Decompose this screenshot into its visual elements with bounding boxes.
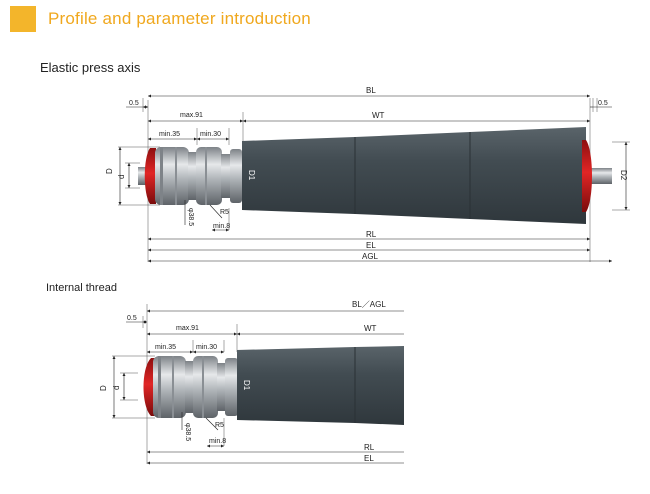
dim-r5: R5 [220,209,229,216]
dim2-left-gap: 0.5 [127,315,137,322]
dim-d1: D1 [247,170,256,181]
dim2-el: EL [364,454,374,463]
dim2-wt: WT [364,324,377,333]
dim2-r5: R5 [215,422,224,429]
dim2-bl-agl: BL／AGL [352,300,386,309]
dim-rl: RL [366,230,377,239]
dim-d-small: d [117,175,126,179]
dim-right-gap: 0.5 [598,100,608,107]
roller-drawing-2: 0.5 BL／AGL max.91 WT min.35 min.30 D d D… [99,300,404,465]
dim-min35: min.35 [159,131,180,138]
section-header: Profile and parameter introduction [10,6,311,32]
dim2-max91: max.91 [176,325,199,332]
dim2-min30: min.30 [196,344,217,351]
dim-agl: AGL [362,252,379,261]
dim-max91: max.91 [180,112,203,119]
header-accent-bar [10,6,36,32]
dim2-d: D [99,385,108,391]
dim2-min35: min.35 [155,344,176,351]
internal-thread-label: Internal thread [46,282,117,294]
dim-d2: D2 [619,170,628,181]
dim2-d-small: d [112,386,121,390]
dim-wt: WT [372,111,385,120]
dim-min30: min.30 [200,131,221,138]
dim-d: D [105,168,114,174]
roller-drawing-1: 0.5 0.5 BL max.91 WT min.35 min.30 D d D… [105,86,630,263]
dim-left-gap: 0.5 [129,100,139,107]
dim2-d1: D1 [242,380,251,391]
dim2-min8: min.8 [209,438,226,445]
dim-min8: min.8 [213,223,230,230]
dim2-phi385: φ38.5 [184,423,191,441]
dim-bl: BL [366,86,376,95]
elastic-press-axis-label: Elastic press axis [40,60,141,75]
dim2-rl: RL [364,443,375,452]
section-title: Profile and parameter introduction [48,9,311,28]
dim-el: EL [366,241,376,250]
dim-phi385: φ38.5 [187,208,194,226]
